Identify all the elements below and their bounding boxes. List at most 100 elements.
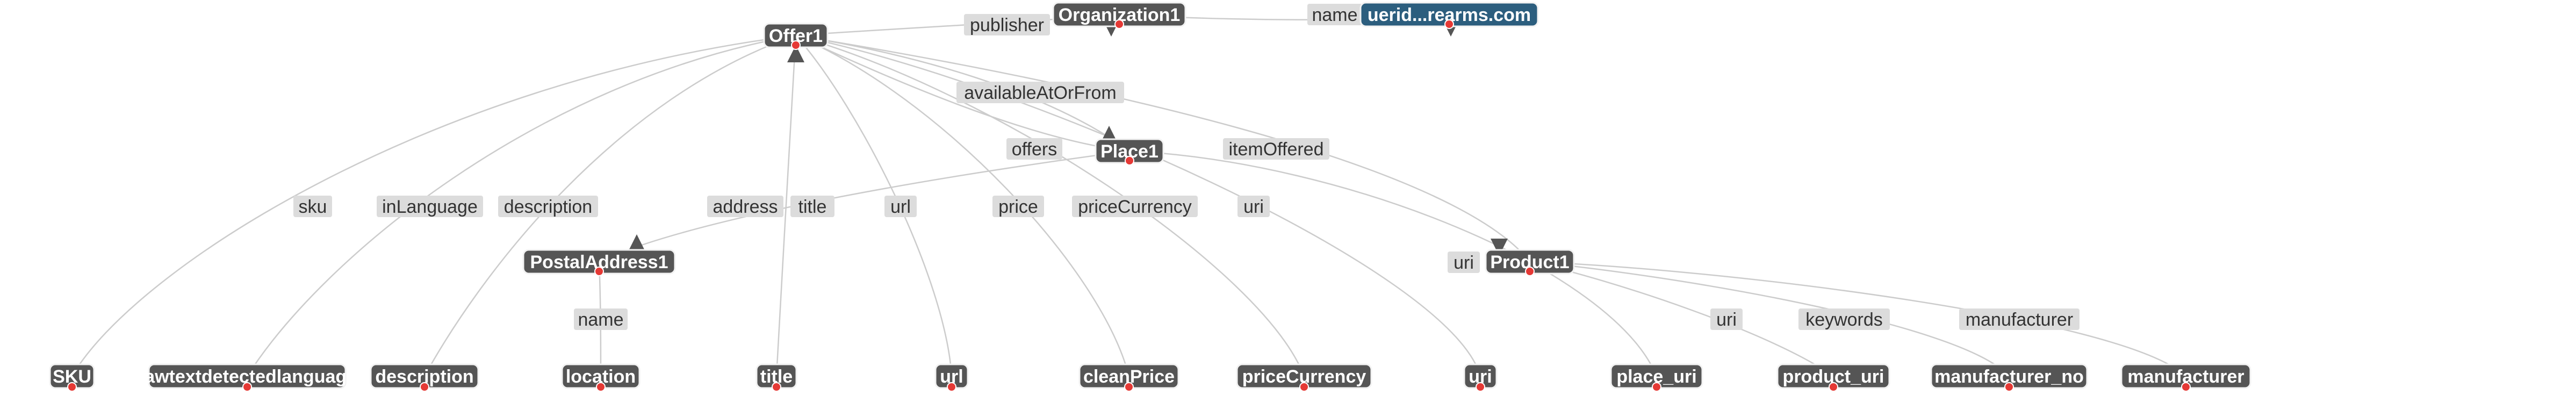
edge-offer-pricecurrency bbox=[795, 34, 1305, 377]
edge-label-text: offers bbox=[1012, 139, 1057, 160]
arrowhead-icon bbox=[628, 234, 645, 252]
edge-label-background bbox=[293, 196, 332, 217]
edge-label-background bbox=[884, 196, 917, 217]
edge-label: price bbox=[992, 196, 1044, 217]
edge-label: inLanguage bbox=[377, 196, 483, 217]
graph-node-descr[interactable]: description bbox=[370, 363, 479, 392]
arrowhead-icon bbox=[787, 45, 804, 62]
edge-label-background bbox=[498, 196, 598, 217]
edge-label-background bbox=[1307, 4, 1362, 25]
anchor-dot-icon[interactable] bbox=[1652, 382, 1661, 392]
graph-node-url[interactable]: url bbox=[934, 363, 969, 392]
graph-node-cleanprice[interactable]: cleanPrice bbox=[1078, 363, 1179, 392]
anchor-dot-icon[interactable] bbox=[791, 40, 801, 50]
edge-label-text: description bbox=[504, 197, 592, 217]
edge-label: name bbox=[1307, 4, 1362, 25]
graph-node-title[interactable]: title bbox=[755, 363, 797, 392]
edge-label-text: name bbox=[1312, 5, 1357, 25]
edge-label: offers bbox=[1006, 138, 1062, 160]
anchor-dot-icon[interactable] bbox=[1525, 267, 1535, 276]
anchor-dot-icon[interactable] bbox=[1125, 156, 1134, 166]
edge-label: itemOffered bbox=[1223, 138, 1329, 160]
edge-label: title bbox=[790, 196, 834, 217]
edge-label: manufacturer bbox=[1959, 308, 2079, 330]
nodes-layer: Offer1 Organization1 uerid...rearms.comPla… bbox=[49, 2, 2251, 392]
anchor-dot-icon[interactable] bbox=[2004, 382, 2014, 392]
edge-label-text: inLanguage bbox=[382, 197, 478, 217]
graph-node-product-uri[interactable]: product_uri bbox=[1776, 363, 1890, 392]
edge-label: name bbox=[574, 308, 628, 330]
graph-node-lit-name[interactable]: uerid...rearms.com bbox=[1359, 2, 1539, 29]
graph-node-uri[interactable]: uri bbox=[1463, 363, 1498, 392]
graph-node-location[interactable]: location bbox=[561, 363, 641, 392]
anchor-dot-icon[interactable] bbox=[594, 267, 604, 276]
edge-label-text: price bbox=[998, 197, 1038, 217]
edge-label-text: keywords bbox=[1805, 310, 1883, 330]
edge-offer-uri bbox=[795, 34, 1481, 377]
edge-label-background bbox=[992, 196, 1044, 217]
edge-product-manufacturer_no bbox=[1529, 261, 2010, 377]
edge-offer-product bbox=[795, 34, 1530, 262]
anchor-dot-icon[interactable] bbox=[947, 382, 956, 392]
graph-node-org[interactable]: Organization1 bbox=[1052, 2, 1186, 29]
edge-place-postal bbox=[599, 150, 1130, 263]
edge-label: availableAtOrFrom bbox=[956, 82, 1124, 103]
anchor-dot-icon[interactable] bbox=[1444, 19, 1454, 29]
graph-node-manufacturer[interactable]: manufacturer bbox=[2120, 363, 2251, 392]
anchor-dot-icon[interactable] bbox=[596, 382, 606, 392]
edge-label: address bbox=[707, 196, 783, 217]
edge-label-background bbox=[1710, 308, 1743, 330]
anchor-dot-icon[interactable] bbox=[1124, 382, 1134, 392]
edge-offer-rawtext bbox=[246, 34, 796, 377]
anchor-dot-icon[interactable] bbox=[1476, 382, 1485, 392]
edge-label-text: uri bbox=[1454, 253, 1474, 273]
graph-node-postal[interactable]: PostalAddress1 bbox=[522, 249, 676, 276]
graph-node-manufacturer-no[interactable]: manufacturer_no bbox=[1930, 363, 2088, 392]
edge-label-text: publisher bbox=[970, 15, 1044, 35]
edge-label-background bbox=[1448, 252, 1480, 273]
anchor-dot-icon[interactable] bbox=[2181, 382, 2191, 392]
edge-label-background bbox=[790, 196, 834, 217]
graph-node-pricecurrency[interactable]: priceCurrency bbox=[1236, 363, 1372, 392]
edge-place-place_uri bbox=[1129, 150, 1658, 377]
edge-label-text: url bbox=[890, 197, 911, 217]
edge-offer-title bbox=[775, 35, 797, 377]
edge-labels-layer: publisher name availableAtOrFrom offers item… bbox=[293, 4, 2079, 330]
edge-label-background bbox=[1223, 138, 1329, 160]
graph-node-place-uri[interactable]: place_uri bbox=[1610, 363, 1703, 392]
graph-node-offer[interactable]: Offer1 bbox=[763, 23, 829, 50]
graph-node-product[interactable]: Product1 bbox=[1485, 249, 1575, 276]
edge-label: priceCurrency bbox=[1072, 196, 1198, 217]
anchor-dot-icon[interactable] bbox=[1829, 382, 1838, 392]
edge-label-background bbox=[964, 14, 1050, 35]
edge-label-text: uri bbox=[1243, 197, 1264, 217]
edge-label-background bbox=[1237, 196, 1270, 217]
edges-layer bbox=[71, 13, 2186, 377]
anchor-dot-icon[interactable] bbox=[420, 382, 429, 392]
anchor-dot-icon[interactable] bbox=[67, 382, 77, 392]
anchor-dot-icon[interactable] bbox=[1114, 19, 1124, 29]
edge-offer-descr bbox=[423, 34, 796, 377]
edge-label: description bbox=[498, 196, 598, 217]
arrows-layer bbox=[628, 19, 1508, 256]
edge-label-text: availableAtOrFrom bbox=[964, 83, 1116, 103]
edge-label-text: name bbox=[578, 310, 623, 330]
edge-label-background bbox=[377, 196, 483, 217]
edge-label: uri bbox=[1448, 252, 1480, 273]
graph-node-rawtext[interactable]: rawtextdetectedlanguage bbox=[138, 363, 357, 392]
anchor-dot-icon[interactable] bbox=[772, 382, 781, 392]
edge-label-background bbox=[956, 82, 1124, 103]
edge-label: url bbox=[884, 196, 917, 217]
edge-label-text: address bbox=[713, 197, 778, 217]
edge-offer-sku bbox=[71, 34, 796, 377]
edge-label: publisher bbox=[964, 14, 1050, 35]
edge-label-background bbox=[1798, 308, 1890, 330]
graph-node-sku[interactable]: SKU bbox=[49, 363, 95, 392]
edge-label: uri bbox=[1710, 308, 1743, 330]
edge-label-background bbox=[1006, 138, 1062, 160]
anchor-dot-icon[interactable] bbox=[242, 382, 252, 392]
edge-label-background bbox=[1959, 308, 2079, 330]
graph-node-place[interactable]: Place1 bbox=[1095, 138, 1164, 166]
anchor-dot-icon[interactable] bbox=[1299, 382, 1309, 392]
